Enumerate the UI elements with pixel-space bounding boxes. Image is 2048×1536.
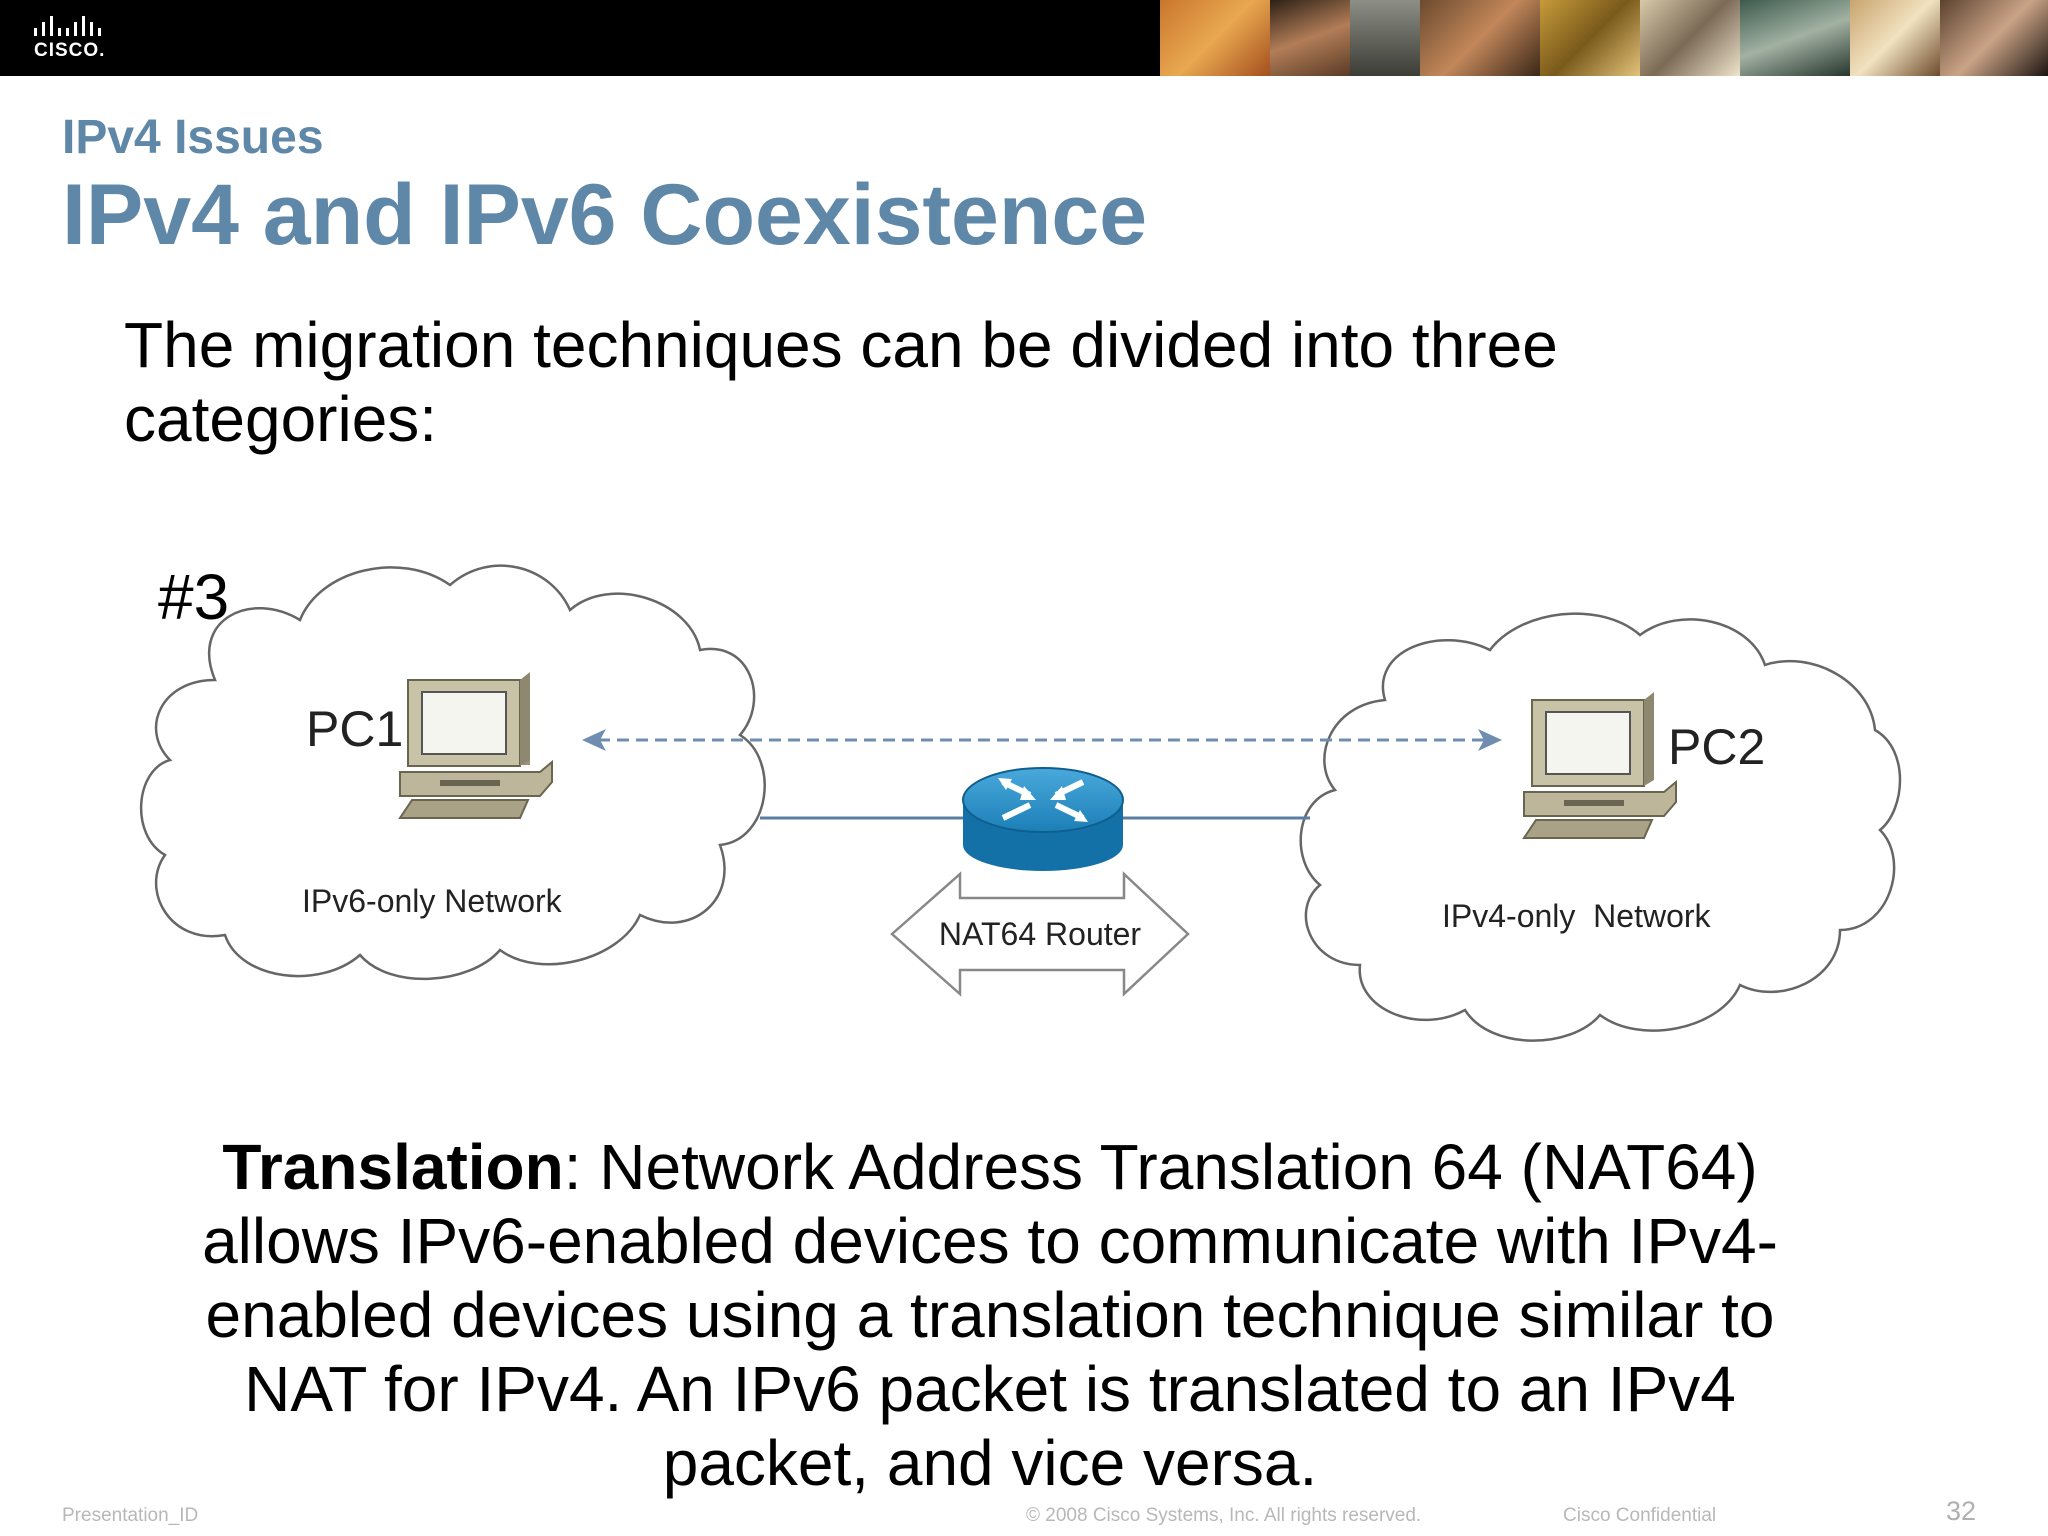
- slide-subtitle: IPv4 Issues: [62, 111, 324, 164]
- router-label: NAT64 Router: [939, 916, 1142, 952]
- cisco-logo: CISCO.: [30, 14, 120, 64]
- photo-8: [1850, 0, 1940, 76]
- page-number: 32: [1946, 1496, 1977, 1526]
- translation-term: Translation: [222, 1131, 564, 1203]
- intro-text: The migration techniques can be divided …: [124, 309, 1558, 455]
- pc1-computer-icon: [398, 672, 553, 819]
- arrow-head-left: [582, 729, 606, 751]
- translation-text: : Network Address Translation 64 (NAT64)…: [202, 1131, 1778, 1499]
- router-icon: [962, 767, 1124, 871]
- arrow-head-right: [1478, 729, 1502, 751]
- photo-9: [1940, 0, 2048, 76]
- ipv6-network-label: IPv6-only Network: [302, 883, 563, 919]
- photo-4: [1420, 0, 1540, 76]
- photo-6: [1640, 0, 1740, 76]
- photo-strip: [1160, 0, 2048, 76]
- photo-5: [1540, 0, 1640, 76]
- photo-1: [1160, 0, 1270, 76]
- ipv4-network-label: IPv4-only Network: [1442, 898, 1712, 934]
- pc2-label: PC2: [1668, 719, 1765, 775]
- header-bar: CISCO.: [0, 0, 2048, 76]
- category-number: #3: [158, 561, 230, 633]
- photo-7: [1740, 0, 1850, 76]
- footer-presentation-id: Presentation_ID: [62, 1505, 199, 1526]
- pc1-label: PC1: [306, 701, 403, 757]
- photo-2: [1270, 0, 1350, 76]
- footer-confidential: Cisco Confidential: [1563, 1505, 1717, 1526]
- slide-title: IPv4 and IPv6 Coexistence: [62, 167, 1148, 263]
- cisco-logo-text: CISCO.: [34, 40, 106, 61]
- cisco-bars-icon: [34, 16, 101, 36]
- photo-3: [1350, 0, 1420, 76]
- router-label-box: [890, 871, 1190, 997]
- translation-description: Translation: Network Address Translation…: [150, 1130, 1830, 1500]
- footer-copyright: © 2008 Cisco Systems, Inc. All rights re…: [1026, 1505, 1422, 1526]
- pc2-computer-icon: [1522, 692, 1677, 839]
